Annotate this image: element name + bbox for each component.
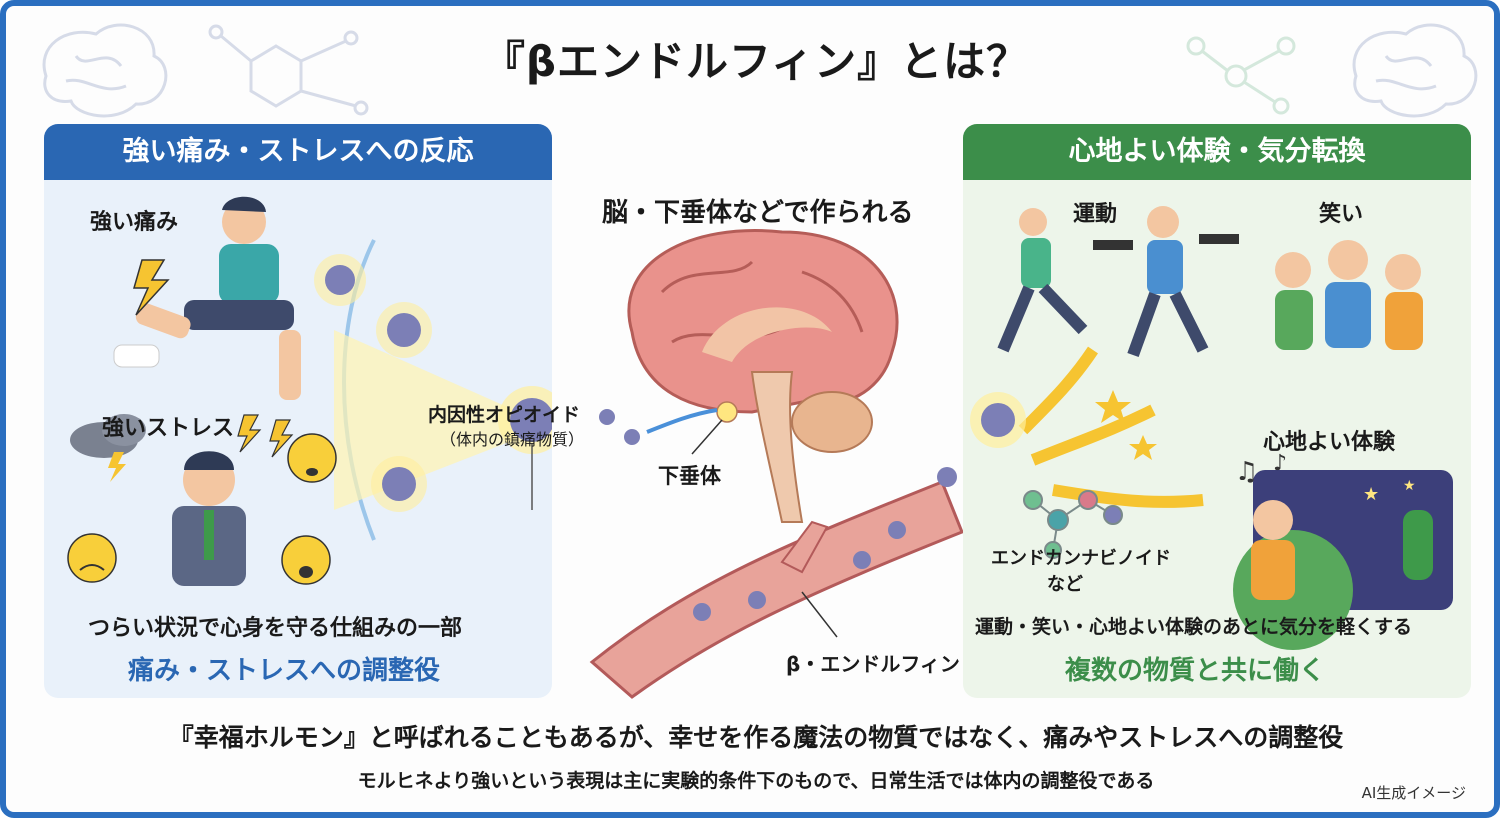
endorphin-particle-icon (376, 302, 432, 358)
cannabinoid-sub-label: など (1047, 574, 1083, 595)
endorphin-pointer-line (801, 591, 838, 638)
left-panel-illustration (67, 196, 552, 586)
endorphin-particle-icon (853, 551, 871, 569)
music-note-icon: ♫ ♪ (1235, 451, 1287, 487)
endorphin-particle-icon (970, 392, 1026, 448)
center-heading: 脳・下垂体などで作られる (602, 198, 914, 228)
star-icon (1129, 435, 1157, 460)
brain-icon (627, 229, 899, 523)
exercise-label: 運動 (1073, 202, 1118, 227)
svg-text:♫: ♫ (1235, 457, 1258, 487)
arrow-icon (1052, 484, 1204, 508)
laughing-people-figure (1275, 240, 1423, 350)
cannabinoid-label: エンドカンナビノイド (991, 548, 1171, 569)
brain-illustration (589, 229, 963, 699)
weightlifter-figure (1093, 206, 1239, 358)
page-title: 『βエンドルフィン』とは？ (482, 37, 1030, 86)
sad-face-icon (67, 533, 117, 583)
right-panel-illustration: ♫ ♪ ★ ★ (970, 206, 1453, 650)
endorphin-particle-icon (371, 456, 427, 512)
left-role: 痛み・ストレスへの調整役 (128, 656, 441, 686)
storm-cloud-icon (70, 414, 146, 482)
endorphin-particle-icon (748, 591, 766, 609)
lightning-icon (237, 414, 294, 458)
arrow-icon (1018, 346, 1098, 435)
stressed-person-figure (172, 451, 246, 586)
right-role: 複数の物質と共に働く (1065, 656, 1326, 686)
top-left-decoration (42, 23, 369, 118)
person-in-pain-figure (113, 196, 301, 400)
pituitary-pointer-line (691, 419, 723, 455)
stress-label: 強いストレス (102, 416, 235, 441)
endorphin-label: β・エンドルフィン (786, 652, 960, 676)
star-icon (1095, 390, 1131, 423)
brain-outline-icon (42, 23, 168, 118)
endorphin-particle-icon (888, 521, 906, 539)
lightning-icon (133, 259, 170, 316)
pleasant-experience-scene (1233, 470, 1453, 650)
right-panel-header: 心地よい体験・気分転換 (963, 124, 1471, 180)
sad-face-icon (287, 433, 337, 483)
endorphin-particle-icon (498, 386, 552, 454)
star-icon: ★ ★ (1363, 478, 1416, 505)
endorphin-particle-icon (937, 467, 957, 487)
pituitary-label: 下垂体 (658, 464, 721, 488)
molecule-icon (1023, 490, 1123, 559)
laugh-label: 笑い (1319, 202, 1364, 227)
blood-vessel (589, 480, 963, 699)
sad-face-icon (281, 535, 331, 585)
right-summary: 運動・笑い・心地よい体験のあとに気分を軽くする (975, 616, 1413, 638)
ai-generated-note: AI生成イメージ (1361, 784, 1466, 802)
opioid-sub-label: （体内の鎮痛物質） (440, 430, 585, 449)
svg-text:★: ★ (1363, 484, 1379, 505)
pleasant-label: 心地よい体験 (1263, 430, 1396, 455)
svg-text:★: ★ (1403, 478, 1416, 494)
left-panel-header: 強い痛み・ストレスへの反応 (44, 124, 552, 180)
arrow-icon (1030, 404, 1156, 466)
right-panel: 心地よい体験・気分転換 (963, 124, 1471, 698)
endorphin-particle-icon (693, 603, 711, 621)
runner-figure (997, 208, 1088, 353)
opioid-label: 内因性オピオイド (428, 404, 581, 426)
pain-label: 強い痛み (90, 210, 179, 235)
endorphin-particle-icon (599, 409, 615, 425)
endorphin-particle-icon (314, 254, 366, 306)
left-panel: 強い痛み・ストレスへの反応 (44, 124, 552, 698)
footer-sub-text: モルヒネより強いという表現は主に実験的条件下のもので、日常生活では体内の調整役で… (357, 770, 1155, 792)
svg-text:♪: ♪ (1273, 451, 1287, 476)
pituitary-gland (716, 401, 738, 423)
footer-main-text: 『幸福ホルモン』と呼ばれることもあるが、幸せを作る魔法の物質ではなく、痛みやスト… (168, 723, 1344, 752)
molecule-icon (1186, 36, 1296, 115)
endorphin-particle-icon (624, 429, 640, 445)
brain-outline-icon (1352, 23, 1478, 118)
top-right-decoration (1186, 23, 1478, 118)
molecule-icon (208, 24, 369, 116)
left-summary: つらい状況で心身を守る仕組みの一部 (88, 616, 463, 641)
arrow-icon (646, 408, 718, 434)
